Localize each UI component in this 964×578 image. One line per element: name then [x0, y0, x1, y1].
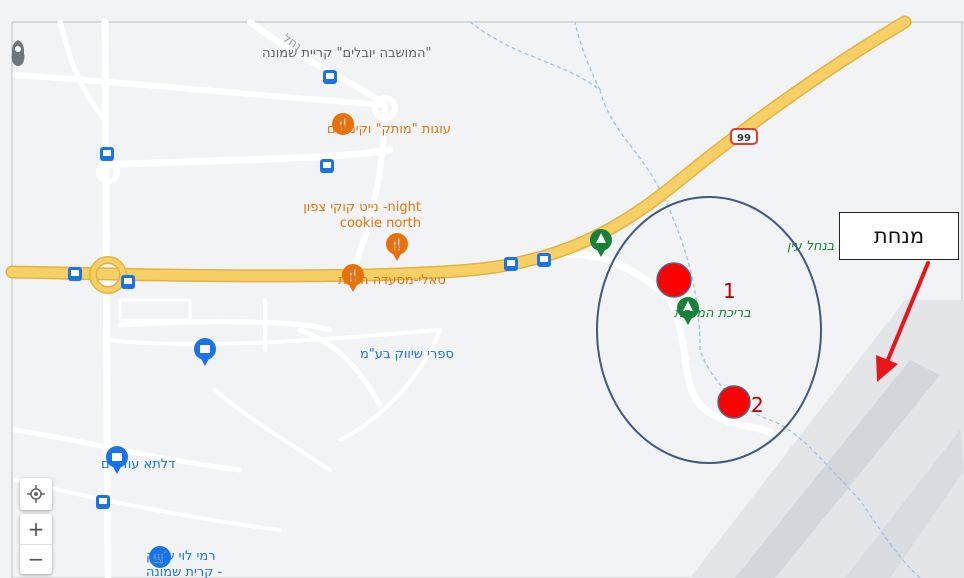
shopping-bag-icon [200, 345, 210, 353]
marker-1-label: 1 [723, 279, 736, 303]
poi-moshava[interactable]: "המושבה יובלים" קריית שמונה [11, 40, 432, 66]
cart-icon: 🛒 [153, 551, 168, 565]
tree-icon [683, 301, 693, 311]
zoom-out-button[interactable]: − [27, 547, 45, 571]
poi-marketing[interactable]: ספרי שיווק בע"מ [194, 338, 454, 366]
zoom-controls: + − [20, 514, 52, 574]
bus-stop-icon[interactable] [96, 495, 110, 509]
restaurant-icon: 🍴 [390, 238, 404, 251]
poi-restaurant[interactable]: 🍴 טאלי-מסעדה הודית [338, 264, 446, 292]
poi-marketing-label: ספרי שיווק בע"מ [360, 347, 454, 362]
poi-pool-label: בריכת המנחת [674, 306, 751, 321]
annotation-arrow [876, 261, 930, 382]
bus-stop-icon[interactable] [537, 253, 551, 267]
route-shield-label: 99 [737, 133, 751, 144]
shopping-bag-icon [112, 453, 122, 461]
poi-delta-label: דלתא עודפים [101, 457, 175, 472]
poi-bakery-label: עוגות "מותק" וקינוחים [327, 122, 451, 137]
locate-button[interactable] [20, 478, 52, 510]
roundabouts [96, 95, 398, 184]
airstrip [690, 300, 964, 578]
bus-stop-icon[interactable] [68, 267, 82, 281]
poi-rami-label-2: - קרית שמונה [146, 565, 223, 578]
poi-restaurant-label: טאלי-מסעדה הודית [338, 273, 446, 288]
airstrip-callout-label: מנחת [873, 224, 925, 248]
poi-moshava-label: "המושבה יובלים" קריית שמונה [262, 46, 432, 61]
poi-cookie-north[interactable]: נייט קוקי צפון -night cookie north 🍴 [303, 200, 421, 261]
marker-2[interactable]: 2 [717, 385, 764, 419]
highway-99 [5, 15, 912, 283]
marker-2-label: 2 [751, 393, 764, 417]
bus-stop-icon[interactable] [320, 159, 334, 173]
zoom-in-button[interactable]: + [20, 515, 52, 545]
poi-cookie-label-1: נייט קוקי צפון -night [303, 200, 421, 215]
poi-cookie-label-2: cookie north [340, 216, 421, 231]
poi-delta[interactable]: דלתא עודפים [101, 446, 175, 474]
airstrip-callout: מנחת [839, 212, 959, 260]
bus-stop-icon[interactable] [121, 275, 135, 289]
bus-stop-icon[interactable] [100, 147, 114, 161]
bus-stop-icon[interactable] [504, 257, 518, 271]
tree-icon [596, 233, 606, 243]
marker-1[interactable]: 1 [656, 262, 736, 303]
bus-stops [68, 70, 551, 509]
bus-stop-icon[interactable] [323, 70, 337, 84]
poi-rami-levy[interactable]: 🛒 רמי לוי שיווק - קרית שמונה [146, 546, 223, 578]
crosshair-icon [27, 485, 45, 503]
restaurant-icon: 🍴 [336, 118, 350, 131]
route-shield-99: 99 [730, 128, 758, 145]
highlight-ellipse [596, 196, 822, 464]
poi-pool[interactable]: בריכת המנחת [674, 297, 751, 325]
poi-bakery[interactable]: 🍴 עוגות "מותק" וקינוחים [327, 113, 451, 137]
poi-rami-label-1: רמי לוי שיווק [146, 549, 216, 564]
restaurant-icon: 🍴 [346, 269, 360, 282]
stream-lines [469, 21, 921, 578]
highway-roundabout [89, 256, 127, 294]
